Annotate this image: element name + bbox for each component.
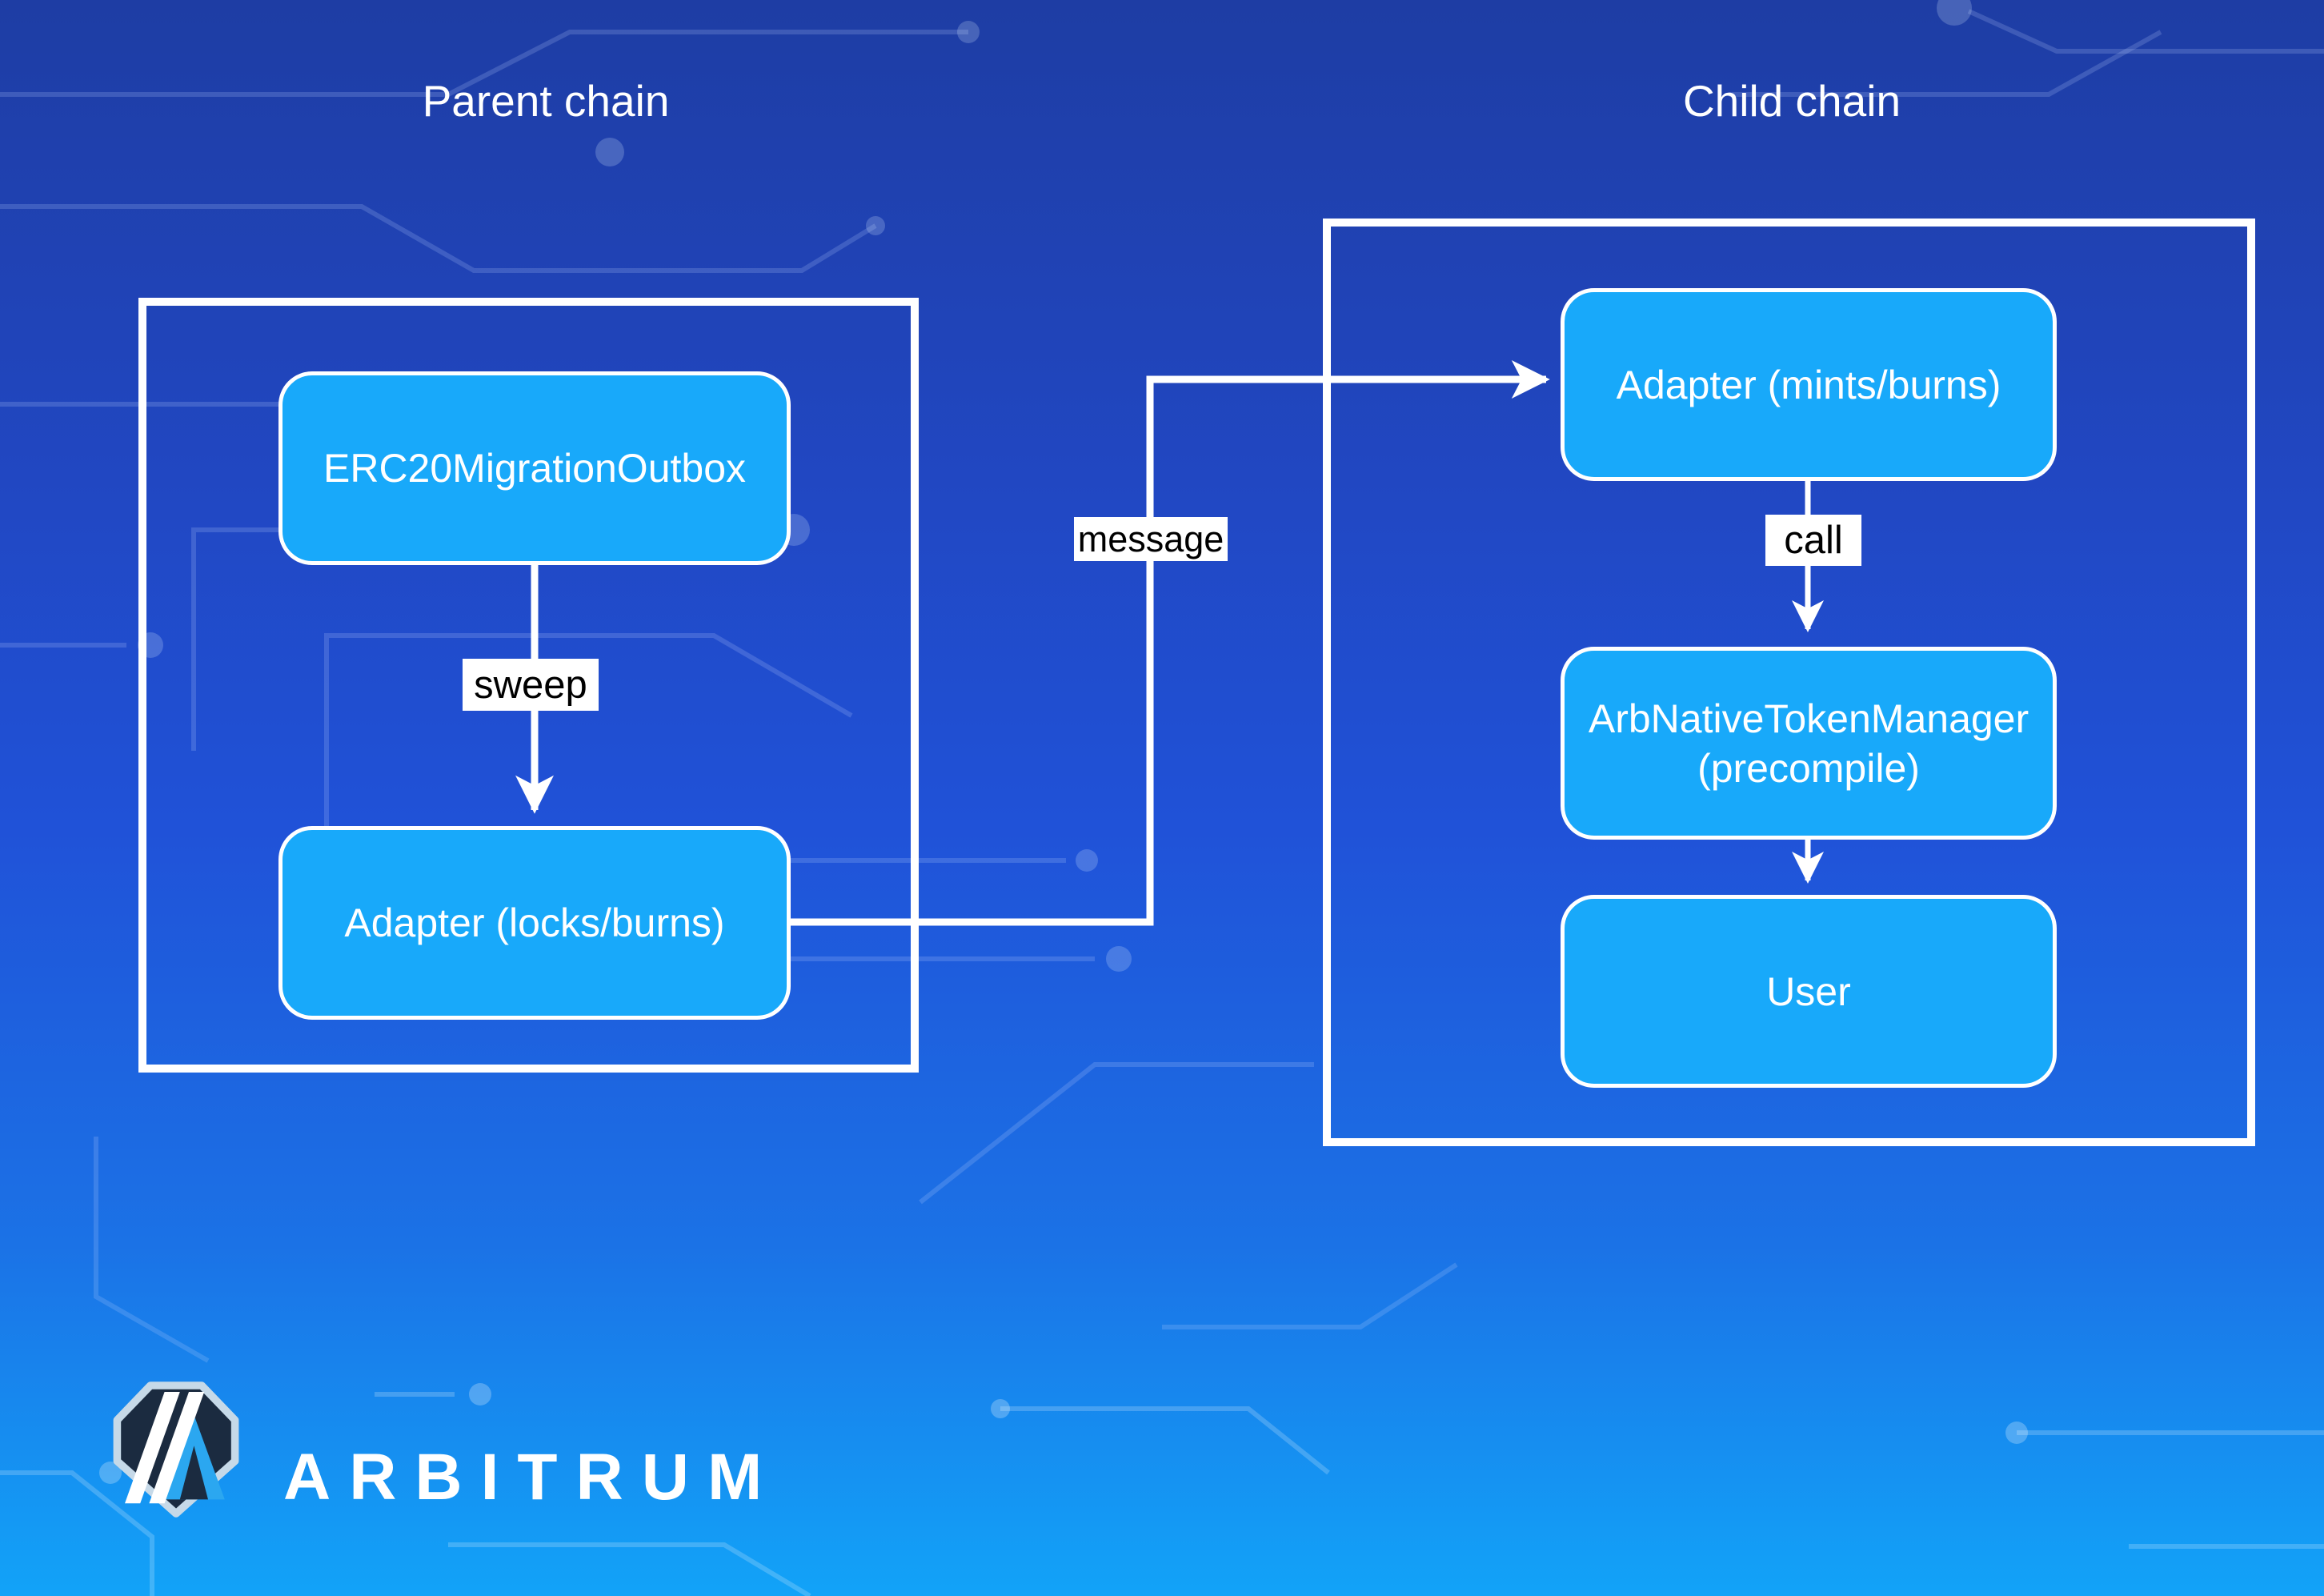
node-label: User [1766, 968, 1851, 1014]
call-edge-label: call [1765, 515, 1861, 566]
arbitrum-wordmark: ARBITRUM [283, 1441, 781, 1514]
child-chain-title: Child chain [1682, 76, 1901, 126]
logo-a-notch [179, 1446, 208, 1500]
node-arb-native-token-manager: ArbNativeTokenManager (precompile) [1561, 647, 2057, 840]
circuit-traces-lower [0, 1392, 2324, 1596]
logo-slash-1 [125, 1392, 180, 1504]
node-erc20-migration-outbox: ERC20MigrationOutbox [278, 371, 791, 565]
node-label-line1: ArbNativeTokenManager [1588, 696, 2029, 741]
node-adapter-mints-burns: Adapter (mints/burns) [1561, 288, 2057, 481]
circuit-traces-upper [0, 9, 2324, 1363]
node-label-line2: (precompile) [1697, 745, 1920, 791]
arbitrum-logo: ARBITRUM [112, 1381, 800, 1541]
logo-slash-2 [149, 1392, 205, 1504]
message-edge-label: message [1074, 517, 1228, 561]
arbitrum-logomark-icon [113, 1381, 239, 1518]
circuit-dots-lower [99, 1383, 2028, 1484]
node-label: Adapter (locks/burns) [344, 900, 725, 945]
parent-chain-container [138, 298, 919, 1073]
message-arrow [791, 360, 1550, 926]
parent-chain-title: Parent chain [422, 76, 670, 126]
node-adapter-locks-burns: Adapter (locks/burns) [278, 826, 791, 1020]
node-user: User [1561, 895, 2057, 1088]
node-label: ERC20MigrationOutbox [323, 446, 747, 491]
node-label: Adapter (mints/burns) [1616, 362, 2001, 407]
child-chain-container [1323, 219, 2255, 1146]
sweep-edge-label: sweep [463, 659, 599, 711]
